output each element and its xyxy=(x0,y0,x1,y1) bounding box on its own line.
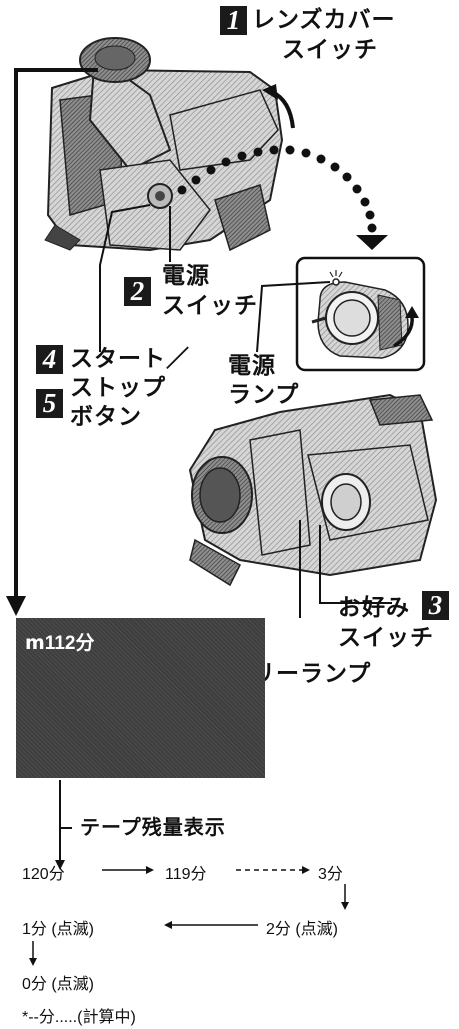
start-stop-label-line2: ストップ xyxy=(70,374,166,400)
dotted-arc-arrowhead xyxy=(356,235,388,250)
step-5-badge: 5 xyxy=(36,389,63,418)
viewfinder-to-screen-line xyxy=(14,68,98,600)
favorite-switch-label-line2: スイッチ xyxy=(338,624,434,650)
power-lamp-leader xyxy=(256,281,331,353)
step-4-badge: 4 xyxy=(36,345,63,374)
favorite-switch-label-line1: お好み xyxy=(338,594,410,620)
lens-cover-switch-label-line1: レンズカバー xyxy=(252,6,396,32)
step-1-badge: 1 xyxy=(220,6,247,35)
tape-remaining-osd: ⅿ112分 xyxy=(25,633,95,654)
start-stop-label-line1: スタート／ xyxy=(70,345,190,371)
start-stop-label-line3: ボタン xyxy=(70,403,142,429)
tape-time-2-blinking: 2分 (点滅) xyxy=(266,921,339,938)
camcorder-front-view xyxy=(188,393,438,587)
power-lamp-label-line1: 電源 xyxy=(228,352,276,378)
power-switch-label-line1: 電源 xyxy=(162,262,210,288)
tape-remaining-title: テープ残量表示 xyxy=(80,817,226,839)
tape-time-3: 3分 xyxy=(318,866,343,883)
favorite-switch-leader xyxy=(319,525,392,604)
power-lamp-label-line2: ランプ xyxy=(228,381,300,407)
power-switch-detail xyxy=(295,256,426,372)
viewfinder-to-screen-arrowhead xyxy=(6,596,26,616)
tape-calculating-note: *--分.....(計算中) xyxy=(22,1009,136,1026)
tape-time-0-blinking: 0分 (点滅) xyxy=(22,976,95,993)
dotted-arc xyxy=(177,145,377,233)
lens-cover-arrowhead xyxy=(262,84,278,100)
start-stop-leader xyxy=(99,204,151,352)
lens-cover-switch-label-line2: スイッチ xyxy=(282,36,378,62)
tape-time-119: 119分 xyxy=(165,866,207,883)
step-3-badge: 3 xyxy=(422,591,449,620)
power-switch-label-line2: スイッチ xyxy=(162,292,258,318)
camcorder-back-view xyxy=(44,37,284,252)
viewfinder-screen: ⅿ112分 xyxy=(16,618,265,778)
step-2-badge: 2 xyxy=(124,277,151,306)
tape-time-1-blinking: 1分 (点滅) xyxy=(22,921,95,938)
tape-time-120: 120分 xyxy=(22,866,65,883)
